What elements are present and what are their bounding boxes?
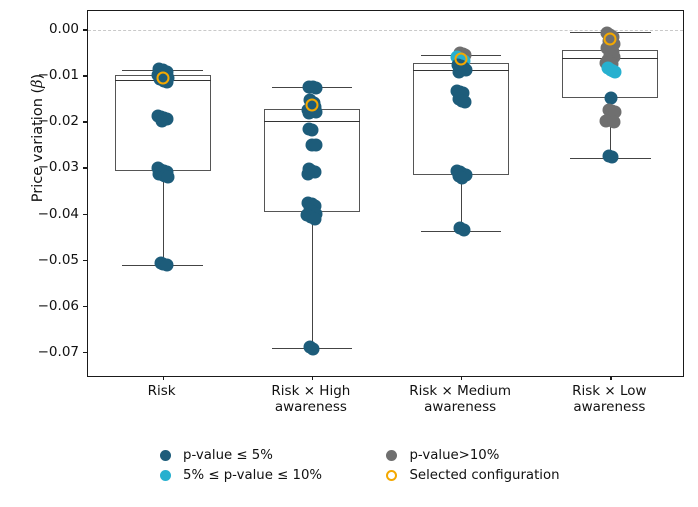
- y-tick-mark: [83, 213, 87, 215]
- zero-reference-line: [88, 30, 683, 32]
- x-tick-label: Risk × High awareness: [271, 383, 351, 415]
- data-point: [604, 91, 618, 105]
- y-axis-label: Price variation (β): [30, 8, 46, 268]
- y-tick-mark: [83, 167, 87, 169]
- x-tick-label: Risk: [147, 383, 176, 399]
- selected-configuration-marker: [305, 98, 319, 112]
- y-axis-label-text: Price variation (β): [30, 73, 46, 203]
- data-point: [160, 258, 174, 272]
- x-tick-mark: [461, 376, 463, 380]
- box-iqr: [413, 63, 510, 176]
- y-tick-mark: [83, 121, 87, 123]
- y-tick-label: 0.00: [48, 21, 79, 38]
- data-point: [455, 171, 469, 185]
- selected-configuration-marker: [603, 32, 617, 46]
- data-point: [309, 138, 323, 152]
- legend-label: p-value ≤ 5%: [183, 448, 273, 463]
- median-line: [263, 120, 360, 122]
- legend-label: p-value>10%: [409, 448, 500, 463]
- y-tick-label: −0.04: [37, 205, 79, 222]
- x-tick-label: Risk × Low awareness: [572, 383, 647, 415]
- y-tick-mark: [83, 75, 87, 77]
- data-point: [457, 223, 471, 237]
- legend-label: 5% ≤ p-value ≤ 10%: [183, 468, 323, 483]
- y-tick-label: −0.05: [37, 251, 79, 268]
- legend: p-value ≤ 5% p-value>10% 5% ≤ p-value ≤ 10…: [160, 448, 590, 498]
- x-tick-label: Risk × Medium awareness: [409, 383, 512, 415]
- whisker-lower: [610, 98, 612, 158]
- legend-item-sel: Selected configuration: [386, 468, 590, 483]
- legend-swatch-sig: [160, 450, 171, 461]
- whisker-lower: [162, 170, 164, 266]
- x-tick-mark: [610, 376, 612, 380]
- data-point: [301, 167, 315, 181]
- y-tick-mark: [83, 29, 87, 31]
- legend-swatch-mid: [160, 470, 171, 481]
- data-point: [305, 123, 319, 137]
- whisker-lower: [461, 175, 463, 231]
- selected-configuration-marker: [454, 52, 468, 66]
- legend-swatch-sel: [386, 470, 398, 481]
- y-tick-label: −0.03: [37, 159, 79, 176]
- data-point: [309, 81, 323, 95]
- data-point: [605, 150, 619, 164]
- x-tick-mark: [162, 376, 164, 380]
- plot-area: [87, 10, 684, 380]
- data-point: [607, 115, 621, 129]
- data-point: [452, 65, 466, 79]
- y-tick-label: −0.06: [37, 297, 79, 314]
- data-point: [155, 114, 169, 128]
- whisker-lower: [311, 212, 313, 349]
- legend-item-mid: 5% ≤ p-value ≤ 10%: [160, 468, 352, 483]
- y-tick-mark: [83, 351, 87, 353]
- data-point: [458, 95, 472, 109]
- selected-configuration-marker: [156, 71, 170, 85]
- legend-item-sig: p-value ≤ 5%: [160, 448, 352, 463]
- data-point: [306, 342, 320, 356]
- data-point: [608, 65, 622, 79]
- legend-label: Selected configuration: [409, 468, 560, 483]
- y-tick-label: −0.07: [37, 343, 79, 360]
- y-tick-label: −0.02: [37, 113, 79, 130]
- data-point: [308, 212, 322, 226]
- legend-swatch-ns: [386, 450, 398, 461]
- data-point: [161, 170, 175, 184]
- x-tick-mark: [311, 376, 314, 380]
- y-tick-label: −0.01: [37, 67, 79, 84]
- y-tick-mark: [83, 305, 87, 307]
- legend-item-ns: p-value>10%: [386, 448, 590, 463]
- y-tick-mark: [83, 259, 87, 261]
